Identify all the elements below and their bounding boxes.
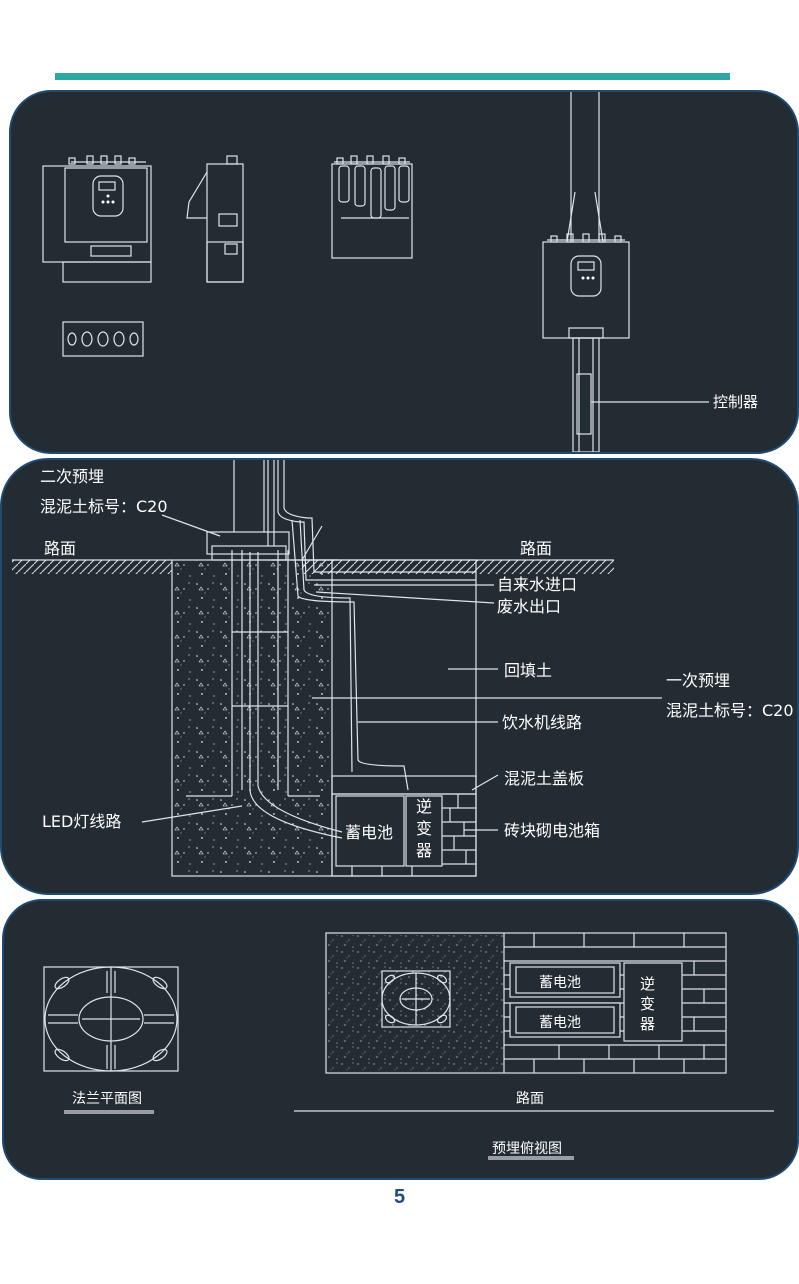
installation-section-panel: 二次预埋 混泥土标号：C20 路面 路面 自来水进口 废水出口 回填土 一次预埋… <box>0 458 799 895</box>
concrete-cover-label: 混泥土盖板 <box>504 769 584 788</box>
equipment-drawings-panel: 控制器 <box>9 90 799 454</box>
plan-views-panel: 法兰平面图 蓄电池 蓄电池 逆 变 器 路面 预埋俯视图 <box>2 899 799 1180</box>
inverter-char-2: 变 <box>640 995 655 1013</box>
controller-side-view <box>186 155 244 283</box>
inverter-char-1: 逆 <box>640 975 655 993</box>
header-accent-bar <box>55 73 730 80</box>
inverter-char-1: 逆 <box>416 797 432 816</box>
controller-label: 控制器 <box>713 393 758 411</box>
inverter-char-3: 器 <box>416 841 432 860</box>
secondary-embed-label: 二次预埋 <box>40 467 104 486</box>
waste-outlet-label: 废水出口 <box>497 597 561 616</box>
concrete-foundation <box>174 560 332 874</box>
road-label: 路面 <box>516 1091 544 1107</box>
plan-views: 法兰平面图 蓄电池 蓄电池 逆 变 器 路面 预埋俯视图 <box>43 932 774 1160</box>
brick-box-label: 砖块砌电池箱 <box>504 821 600 840</box>
page-number: 5 <box>393 1186 406 1208</box>
primary-embed-label: 一次预埋 <box>666 671 730 690</box>
battery-label: 蓄电池 <box>345 823 393 842</box>
flange-plan-label: 法兰平面图 <box>72 1091 142 1107</box>
primary-concrete-label: 混泥土标号：C20 <box>666 701 794 720</box>
backfill-label: 回填土 <box>504 661 552 680</box>
led-line-label: LED灯线路 <box>42 812 121 831</box>
controller-front-view <box>42 155 152 283</box>
flange-plan-drawing <box>43 966 179 1072</box>
equipment-drawings: 控制器 <box>42 92 758 452</box>
terminal-block <box>62 321 144 357</box>
dispenser-line-label: 饮水机线路 <box>502 713 582 732</box>
water-inlet-label: 自来水进口 <box>497 575 577 594</box>
battery-label-bottom: 蓄电池 <box>539 1015 581 1031</box>
ground-hatch-right <box>302 560 614 574</box>
ground-hatch-left <box>12 560 172 574</box>
road-label-right: 路面 <box>520 539 552 558</box>
installation-section: 二次预埋 混泥土标号：C20 路面 路面 自来水进口 废水出口 回填土 一次预埋… <box>12 460 794 877</box>
inverter-char-3: 器 <box>640 1015 655 1033</box>
embed-top-view-drawing <box>325 932 727 1074</box>
inverter-block <box>405 795 443 867</box>
road-label-left: 路面 <box>44 539 76 558</box>
controller-internal-view <box>331 155 413 259</box>
battery-label-top: 蓄电池 <box>539 975 581 991</box>
pole-mounted-controller <box>542 92 709 452</box>
top-view-label: 预埋俯视图 <box>492 1141 562 1157</box>
inverter-char-2: 变 <box>416 819 432 838</box>
secondary-concrete-label: 混泥土标号：C20 <box>40 497 168 516</box>
battery-block <box>335 795 405 867</box>
